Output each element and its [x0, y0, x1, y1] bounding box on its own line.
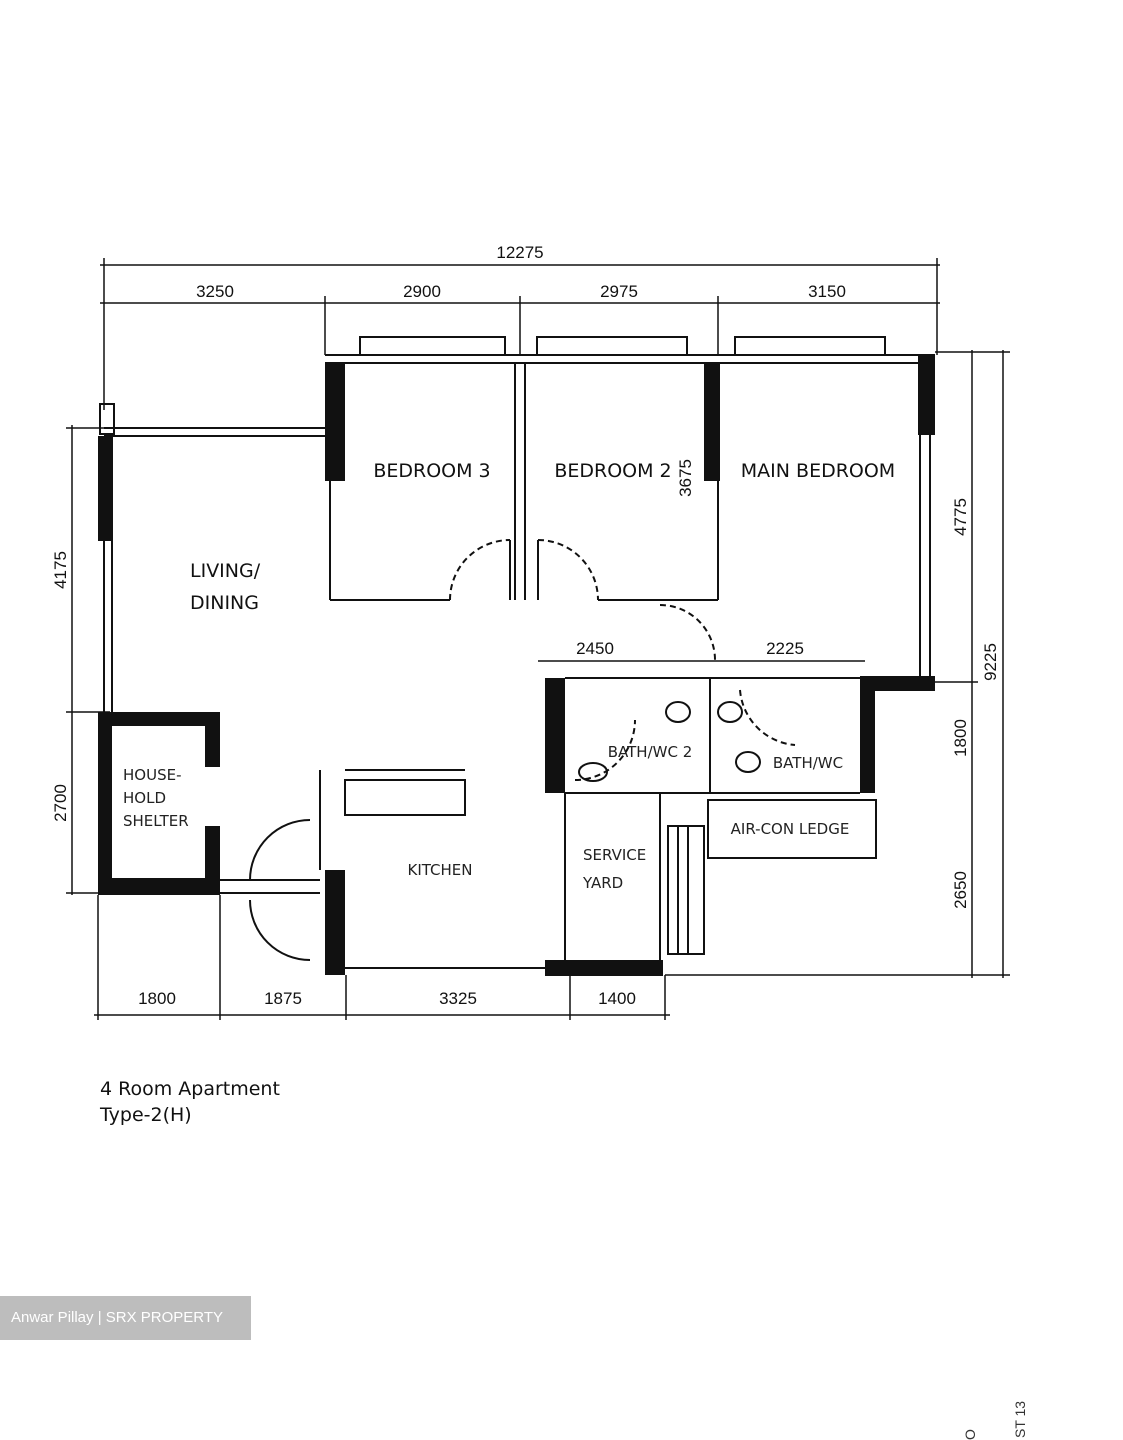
- bedroom3-label: BEDROOM 3: [373, 460, 490, 482]
- right-dim-upper: 4775: [951, 498, 970, 536]
- partitions: [99, 336, 935, 969]
- left-dim-2: 2700: [51, 784, 70, 822]
- watermark: Anwar Pillay | SRX PROPERTY: [0, 1296, 251, 1340]
- bath2-label: BATH/WC 2: [608, 743, 693, 761]
- aircon-ledge-label: AIR-CON LEDGE: [731, 820, 850, 838]
- top-dim-2: 2900: [403, 282, 441, 301]
- left-dim-1: 4175: [51, 551, 70, 589]
- bottom-dim-1: 1800: [138, 989, 176, 1008]
- main-bedroom-label: MAIN BEDROOM: [741, 460, 895, 482]
- bath2-width: 2450: [576, 639, 614, 658]
- plan-caption: 4 Room Apartment Type-2(H): [100, 1076, 280, 1128]
- right-dim-middle: 1800: [951, 719, 970, 757]
- top-dim-1: 3250: [196, 282, 234, 301]
- right-dim-lower: 2650: [951, 871, 970, 909]
- overall-width-label: 12275: [496, 243, 543, 262]
- dimension-lines: [66, 258, 1010, 1020]
- service-label: SERVICE: [583, 846, 646, 864]
- plan-subtitle: Type-2(H): [100, 1104, 192, 1126]
- bottom-dim-3: 3325: [439, 989, 477, 1008]
- corner-label-o: O: [962, 1429, 978, 1440]
- bath1-width: 2225: [766, 639, 804, 658]
- bottom-dim-4: 1400: [598, 989, 636, 1008]
- bottom-dim-2: 1875: [264, 989, 302, 1008]
- shelter-label-2: HOLD: [123, 789, 166, 807]
- living-label: LIVING/: [190, 560, 261, 582]
- bedroom2-depth: 3675: [676, 459, 695, 497]
- shelter-label-1: HOUSE-: [123, 766, 181, 784]
- bedroom2-label: BEDROOM 2: [554, 460, 671, 482]
- kitchen-label: KITCHEN: [408, 861, 473, 879]
- top-dim-4: 3150: [808, 282, 846, 301]
- plan-title: 4 Room Apartment: [100, 1078, 280, 1100]
- right-dim-overall: 9225: [981, 643, 1000, 681]
- top-dim-3: 2975: [600, 282, 638, 301]
- bath1-label: BATH/WC: [773, 754, 843, 772]
- yard-label: YARD: [582, 874, 623, 892]
- dimension-labels: 12275 3250 2900 2975 3150 1800 1875 3325…: [51, 243, 1000, 1008]
- corner-label-st13: ST 13: [1012, 1400, 1028, 1438]
- walls: [98, 355, 935, 976]
- room-labels: BEDROOM 3 BEDROOM 2 MAIN BEDROOM LIVING/…: [123, 460, 895, 892]
- shelter-label-3: SHELTER: [123, 812, 189, 830]
- dining-label: DINING: [190, 592, 259, 614]
